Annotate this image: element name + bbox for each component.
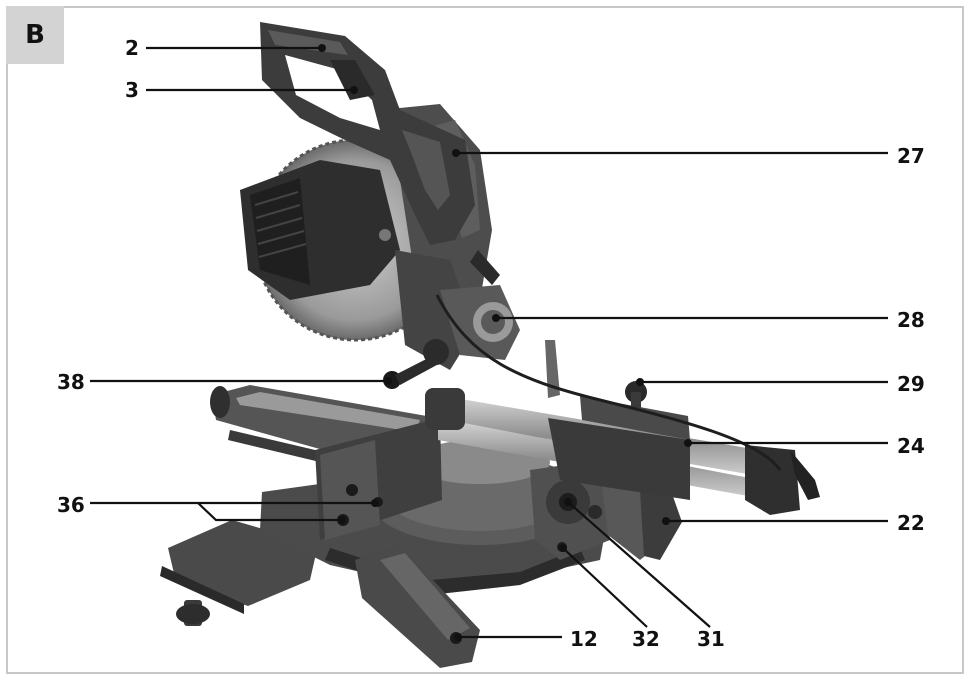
callout-label-28: 28 [897, 308, 925, 332]
callout-2: 2 [125, 36, 326, 60]
leader-dot-2 [318, 44, 326, 52]
leader-line-32 [562, 547, 648, 628]
leader-dot-3 [350, 86, 358, 94]
saw-handle [260, 22, 475, 245]
callout-label-29: 29 [897, 372, 925, 396]
section-letter: B [25, 20, 45, 50]
base-left-extension [160, 520, 318, 626]
motor-housing [240, 160, 400, 300]
callout-label-36: 36 [57, 493, 85, 517]
callout-label-22: 22 [897, 511, 925, 535]
callout-24: 24 [684, 434, 925, 458]
leader-dot-24 [684, 439, 692, 447]
leader-line-31 [567, 501, 711, 628]
leader-dot-29 [636, 378, 644, 386]
callout-label-24: 24 [897, 434, 925, 458]
callout-31: 31 [564, 498, 725, 651]
callout-label-12: 12 [570, 627, 598, 651]
callout-38: 38 [57, 370, 392, 394]
leader-dot-27 [452, 149, 460, 157]
fence-plate [315, 418, 442, 540]
callout-32: 32 [559, 544, 660, 651]
section-letter-tab: B [6, 6, 64, 64]
power-cord [435, 294, 782, 471]
callout-12: 12 [454, 627, 598, 651]
callout-label-27: 27 [897, 144, 925, 168]
leader-dot-36b [338, 516, 346, 524]
slide-rails [425, 381, 820, 515]
leader-dot-32 [559, 544, 567, 552]
leader-dot-12 [454, 633, 462, 641]
callout-36: 36 [57, 493, 379, 524]
callout-label-3: 3 [125, 78, 139, 102]
callout-3: 3 [125, 78, 358, 102]
leader-line-36b [197, 502, 342, 522]
callout-label-31: 31 [697, 627, 725, 651]
leader-dot-31 [564, 498, 572, 506]
leader-dot-22 [662, 517, 670, 525]
callout-label-2: 2 [125, 36, 139, 60]
leader-dot-38 [384, 377, 392, 385]
callout-label-32: 32 [632, 627, 660, 651]
callout-22: 22 [662, 511, 925, 535]
saw-arm [383, 250, 560, 398]
leader-dot-36a [371, 499, 379, 507]
miter-saw-illustration [160, 22, 820, 668]
leader-dot-28 [492, 314, 500, 322]
callout-28: 28 [492, 308, 925, 332]
callout-29: 29 [636, 372, 925, 396]
callout-27: 27 [452, 144, 925, 168]
figure-frame [6, 6, 964, 674]
callout-label-38: 38 [57, 370, 85, 394]
